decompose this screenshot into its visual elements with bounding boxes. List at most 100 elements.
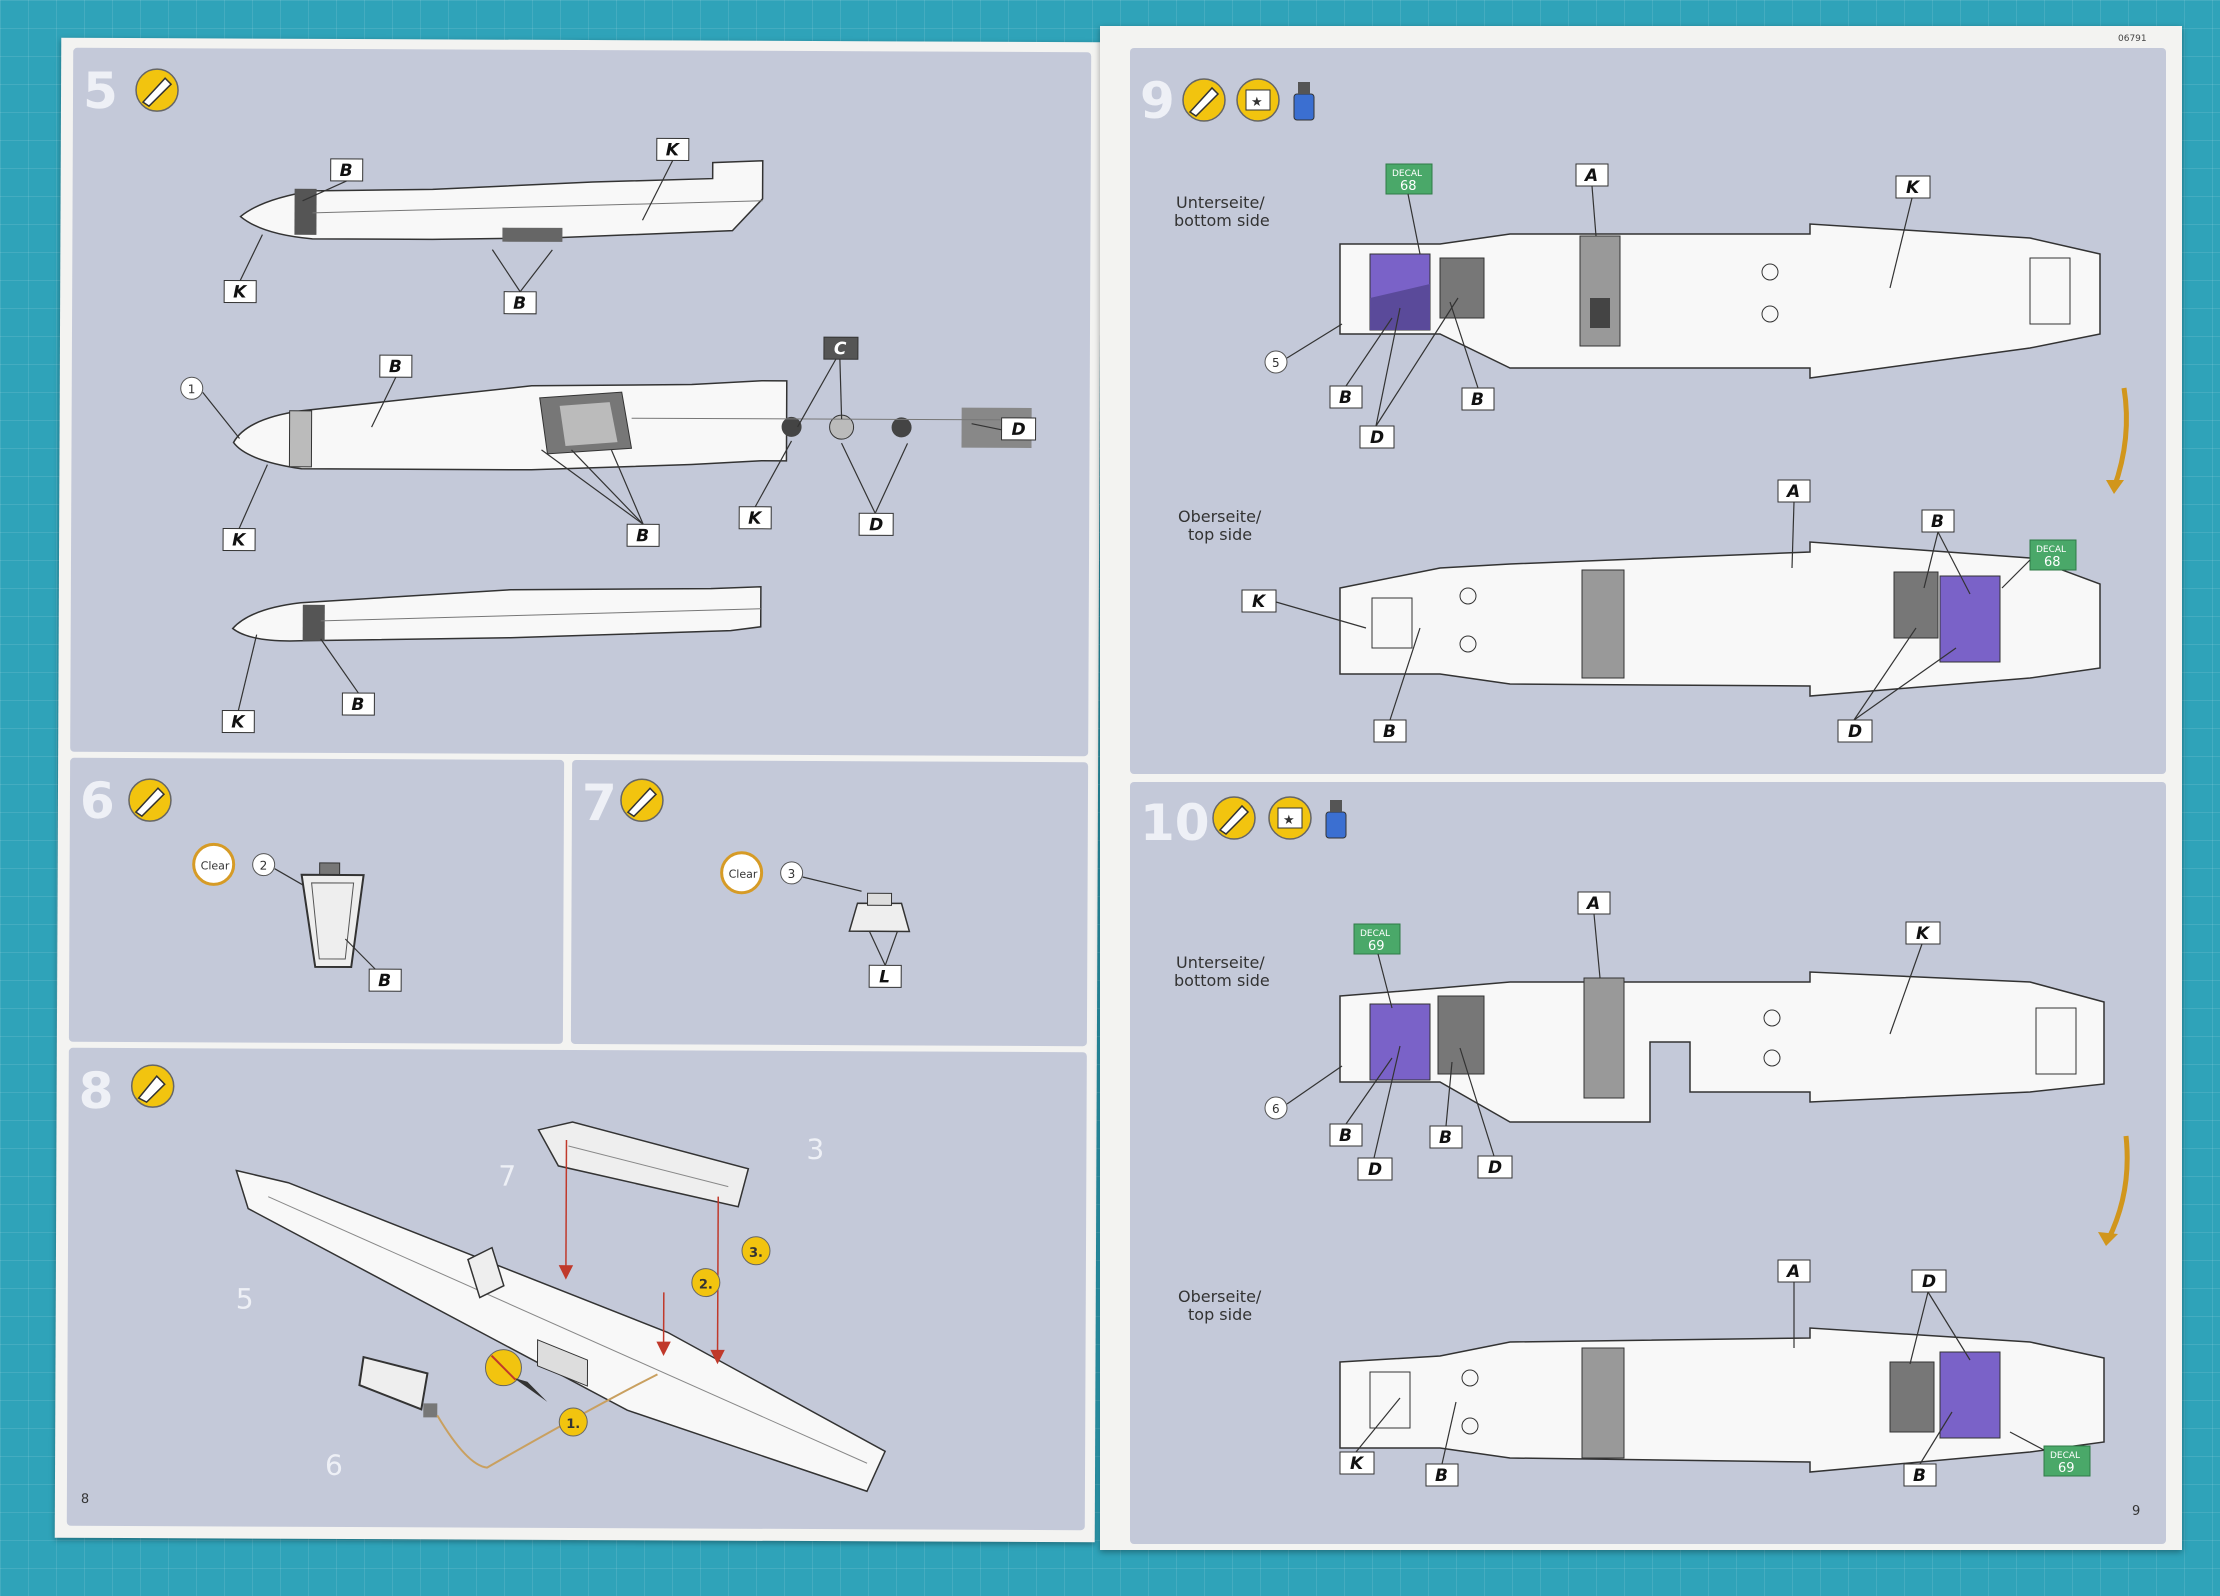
top-side-label-de: Oberseite/ [1178, 1287, 1262, 1306]
svg-text:K: K [1906, 178, 1921, 198]
svg-text:2.: 2. [699, 1278, 713, 1293]
svg-text:69: 69 [1368, 939, 1385, 954]
svg-text:K: K [233, 282, 248, 302]
bottom-side-label-en: bottom side [1174, 971, 1270, 990]
svg-text:1: 1 [188, 382, 196, 396]
part-tag-b: B [368, 968, 402, 992]
svg-text:A: A [1583, 166, 1598, 186]
step-6-panel: 6 Clear 2 B [68, 757, 565, 1044]
part-tag-b: B [1329, 1123, 1363, 1147]
step-7-diagram: Clear 3 L [620, 778, 911, 988]
part-tag-b: B [626, 523, 660, 547]
svg-text:B: B [1435, 1466, 1448, 1486]
part-number-6: 6 [1264, 1096, 1288, 1120]
step-8-diagram: 1. 2. 3. 7 3 5 6 [130, 1064, 887, 1493]
glue-tube-icon [484, 1349, 548, 1402]
svg-text:DECAL: DECAL [1392, 169, 1422, 179]
paint-brush-icon [135, 68, 179, 112]
step-5-panel: 5 B K K B [70, 47, 1092, 757]
clear-label: Clear [201, 859, 230, 872]
decal-badge: DECAL 68 [1385, 163, 1433, 195]
svg-text:D: D [1488, 1158, 1502, 1178]
svg-text:D: D [1012, 420, 1026, 440]
document-code: 06791 [2118, 34, 2147, 44]
svg-text:K: K [1350, 1454, 1365, 1474]
svg-text:D: D [1368, 1160, 1382, 1180]
order-marker-1: 1. [558, 1407, 588, 1437]
leader-lines [202, 358, 1002, 529]
svg-text:K: K [1252, 592, 1267, 612]
part-tag-d: D [1359, 425, 1395, 449]
svg-text:2: 2 [260, 859, 268, 873]
svg-text:B: B [636, 526, 649, 546]
bottom-side-label-en: bottom side [1174, 211, 1270, 230]
part-tag-k: K [1905, 921, 1941, 945]
part-tag-l: L [868, 964, 902, 988]
svg-text:K: K [232, 530, 247, 550]
part-tag-k: K [1339, 1451, 1375, 1475]
svg-text:B: B [351, 695, 364, 715]
fuselage-top-view [232, 380, 1032, 471]
step-number: 10 [1140, 794, 1210, 852]
part-tag-d: D [1357, 1157, 1393, 1181]
svg-text:B: B [1339, 1126, 1352, 1146]
decal-badge: DECAL 68 [2029, 539, 2077, 571]
step-6-diagram: Clear 2 B [128, 778, 402, 992]
svg-text:B: B [1383, 722, 1396, 742]
svg-text:DECAL: DECAL [1360, 929, 1390, 939]
paint-brush-icon [1212, 796, 1256, 840]
top-side-label-en: top side [1188, 525, 1252, 544]
leader-lines [1286, 185, 1913, 427]
part-tag-k: K [221, 709, 255, 734]
step-7-panel: 7 Clear 3 L [570, 759, 1089, 1047]
svg-text:D: D [869, 515, 883, 535]
svg-text:D: D [1370, 428, 1384, 448]
clear-label: Clear [729, 868, 758, 881]
svg-text:C: C [834, 339, 847, 359]
part-tag-b: B [503, 291, 537, 315]
clear-paint-icon: Clear [720, 851, 764, 895]
fuselage-bottom-view [1339, 971, 2105, 1123]
order-marker-2: 2. [691, 1268, 721, 1298]
svg-text:3: 3 [788, 867, 796, 881]
leader-lines [1275, 501, 2031, 721]
step-8-panel: 8 8 [66, 1047, 1087, 1531]
leader-lines [868, 931, 898, 966]
part-tag-b: B [330, 158, 364, 182]
decal-star-icon: ★ [1268, 796, 1312, 840]
assembly-arrows [558, 1139, 725, 1365]
fuselage-side-view [231, 586, 762, 642]
svg-text:B: B [1339, 388, 1352, 408]
part-tag-k: K [1895, 175, 1931, 199]
part-tag-k: K [222, 527, 256, 552]
leader-lines [1286, 913, 1923, 1159]
part-tag-b: B [1429, 1125, 1463, 1149]
part-tag-a: A [1777, 479, 1811, 503]
svg-text:B: B [513, 294, 526, 314]
step-5-diagram: B K K B 1 [135, 68, 1037, 734]
part-tag-b: B [341, 692, 375, 716]
fuselage-bottom-view [1339, 223, 2101, 379]
part-number-3: 3 [780, 861, 804, 885]
step-9-diagram: ★ Unterseite/ bottom side Oberseite/ top… [1174, 78, 2129, 743]
fuselage-side-view [239, 160, 764, 242]
glue-tube-icon [130, 1064, 175, 1108]
svg-text:A: A [1785, 482, 1800, 502]
seat-part [467, 1246, 505, 1299]
paint-brush-icon [1182, 78, 1226, 122]
svg-text:7: 7 [498, 1160, 516, 1193]
part-tag-d: D [1837, 719, 1873, 743]
step-9-panel: 9 ★ Unterseite/ bottom side Oberseite/ t… [1130, 48, 2166, 774]
paint-brush-icon [128, 778, 172, 822]
svg-text:3.: 3. [749, 1246, 763, 1261]
svg-text:B: B [1439, 1128, 1452, 1148]
paint-brush-icon [620, 778, 664, 823]
part-number-2: 2 [252, 853, 276, 877]
svg-text:L: L [879, 967, 890, 987]
part-tag-d: D [1477, 1155, 1513, 1179]
console-part [537, 1121, 750, 1208]
part-number-1: 1 [180, 376, 204, 400]
step-10-panel: 10 9 ★ Unterseite/ bottom side Oberseite… [1130, 782, 2166, 1544]
svg-text:DECAL: DECAL [2050, 1451, 2080, 1461]
canopy-frame-part [358, 1355, 438, 1418]
